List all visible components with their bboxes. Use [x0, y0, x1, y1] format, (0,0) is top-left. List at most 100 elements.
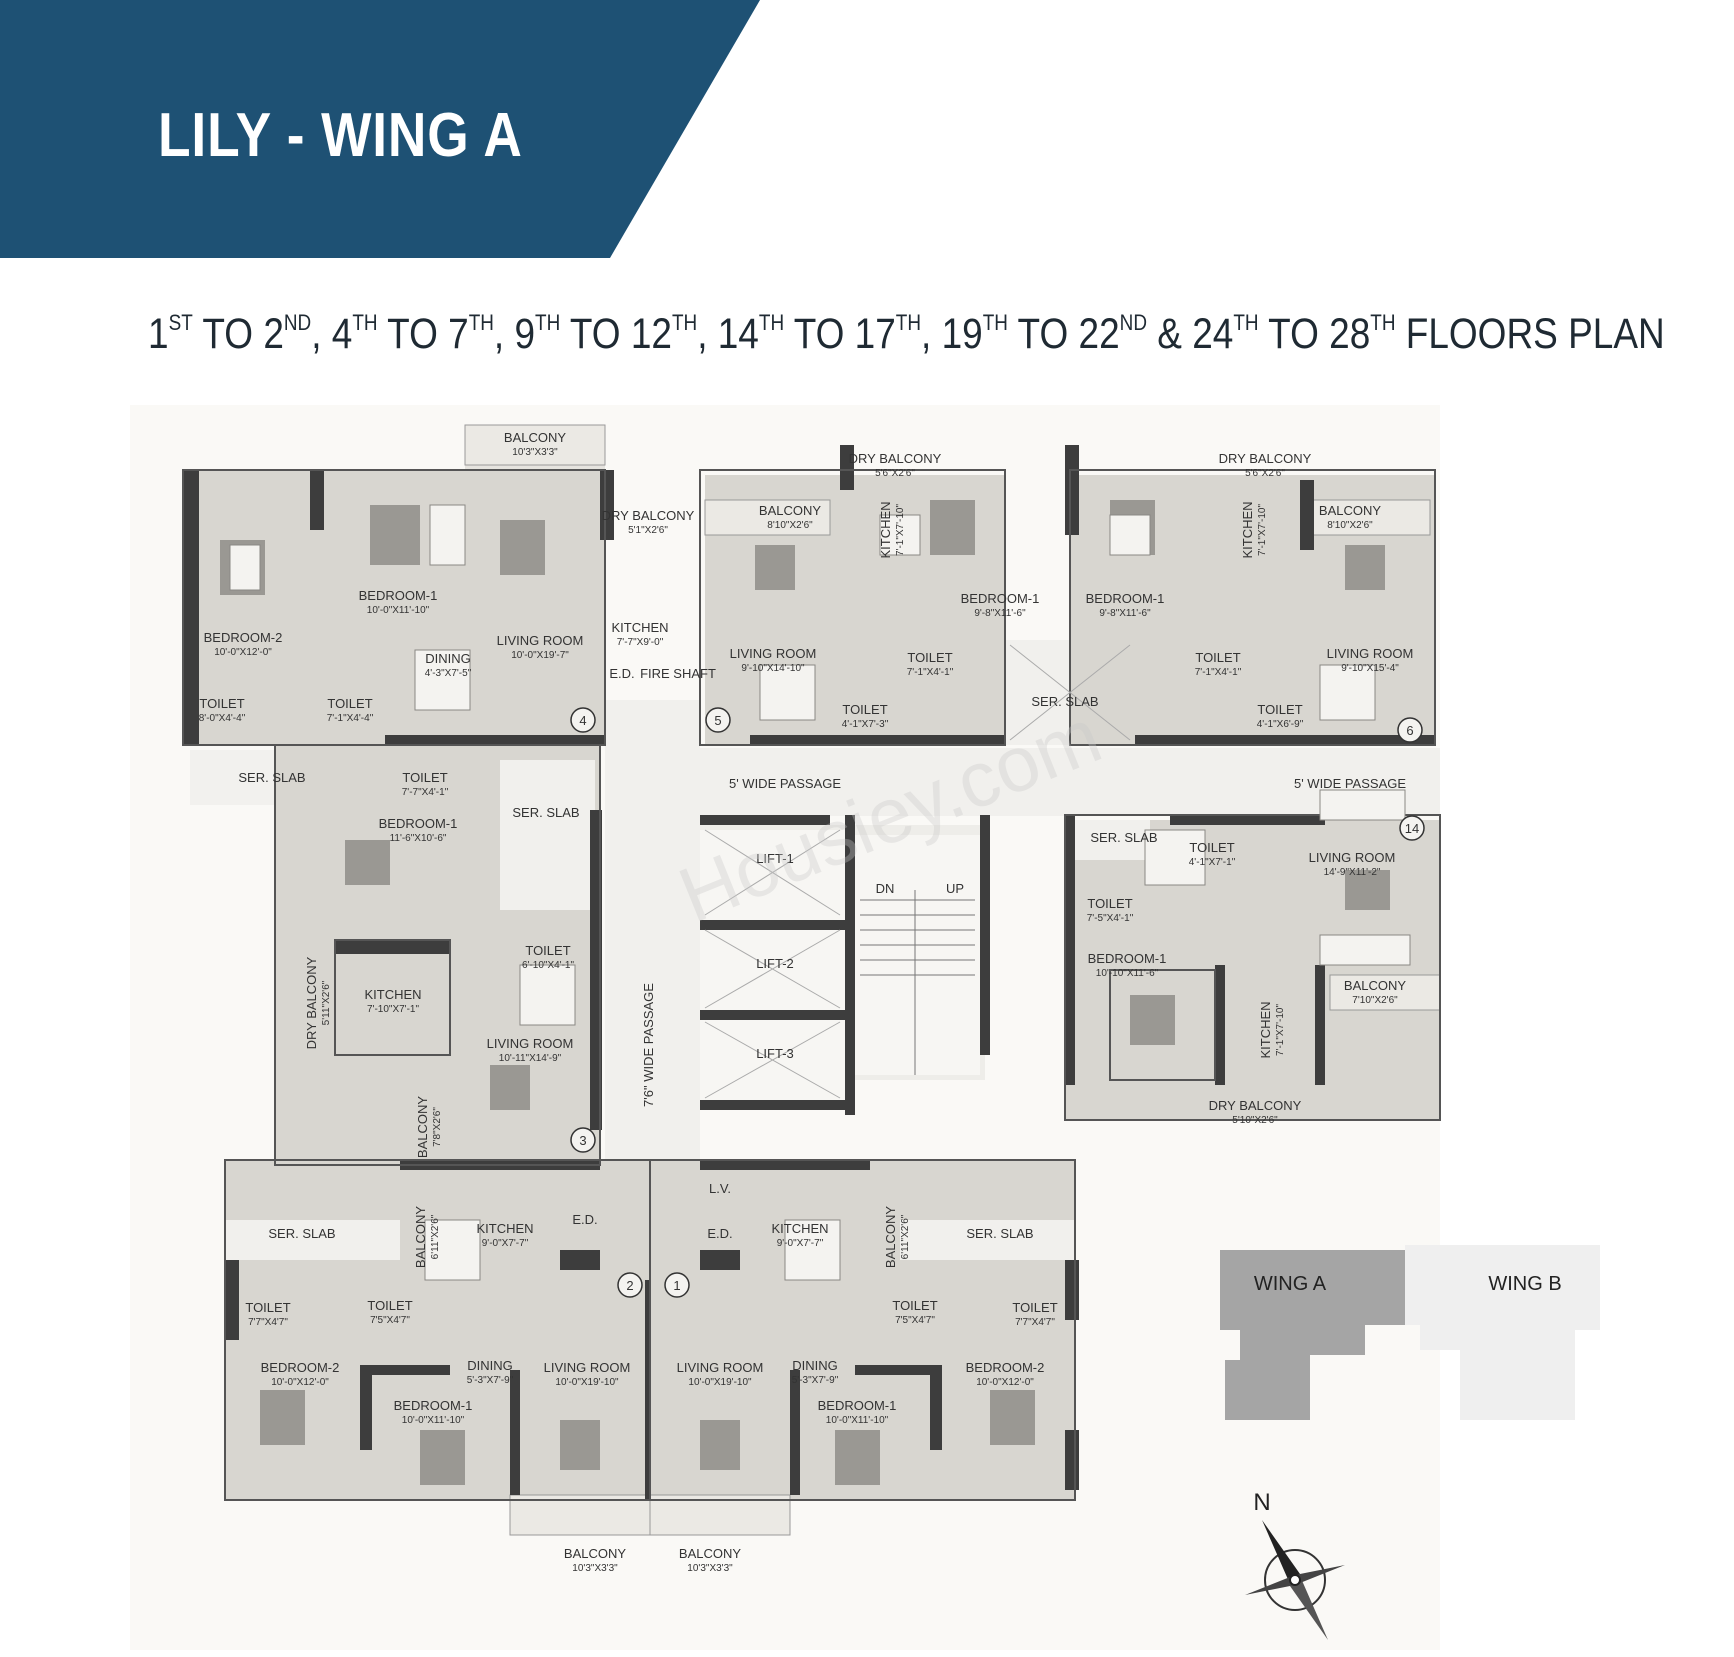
room-dimension: 10'3"X3'3": [687, 1563, 733, 1574]
room-dimension: 7'-1"X7'-10": [1257, 504, 1268, 557]
room-dimension: 5'6"X2'6": [1245, 468, 1285, 479]
room-name: SER. SLAB: [1031, 694, 1098, 709]
subtitle-text: , 19: [921, 310, 983, 358]
flat-number: 4: [579, 713, 586, 728]
room-name: BEDROOM-1: [1086, 591, 1165, 606]
furniture: [220, 500, 1390, 1485]
subtitle-text: TO 17: [784, 310, 896, 358]
room-name: TOILET: [199, 696, 244, 711]
room-dimension: 10'-10"X11'-6": [1096, 968, 1159, 979]
room-name: TOILET: [892, 1298, 937, 1313]
room-dimension: 5'10"X2'6": [1232, 1115, 1278, 1126]
room-dimension: 7'8"X2'6": [432, 1107, 443, 1147]
room-name: DINING: [792, 1358, 838, 1373]
room-name: BEDROOM-2: [966, 1360, 1045, 1375]
room-label: KITCHEN 9'-0"X7'-7": [771, 1221, 828, 1249]
room-name: BEDROOM-1: [359, 588, 438, 603]
room-name: KITCHEN: [878, 501, 893, 558]
room-name: BEDROOM-2: [204, 630, 283, 645]
room-dimension: 10'-0"X12'-0": [214, 647, 272, 658]
room-name: LIVING ROOM: [730, 646, 817, 661]
room-name: SER. SLAB: [512, 805, 579, 820]
subtitle-superscript: TH: [1370, 310, 1396, 335]
room-name: KITCHEN: [771, 1221, 828, 1236]
room-label: FIRE SHAFT: [640, 666, 716, 681]
room-dimension: 11'-6"X10'-6": [390, 833, 447, 844]
room-name: TOILET: [1195, 650, 1240, 665]
room-name: UP: [946, 881, 964, 896]
room-label: BALCONY 8'10"X2'6": [1319, 503, 1381, 531]
room-dimension: 7'-1"X7'-10": [895, 504, 906, 557]
room-dimension: 4'-1"X7'-1": [1189, 857, 1236, 868]
core: [700, 825, 985, 1110]
room-dimension: 9'-0"X7'-7": [777, 1238, 824, 1249]
room-dimension: 7'5"X4'7": [370, 1315, 410, 1326]
room-label: BALCONY 10'3"X3'3": [679, 1546, 741, 1574]
room-name: TOILET: [245, 1300, 290, 1315]
staircase: [860, 890, 975, 1075]
flat-number: 1: [673, 1278, 680, 1293]
room-dimension: 10'3"X3'3": [512, 447, 558, 458]
room-name: TOILET: [1012, 1300, 1057, 1315]
room-dimension: 7'-1"X4'-1": [1195, 667, 1242, 678]
room-label: TOILET 6'-10"X4'-1": [522, 943, 575, 971]
room-label: UP: [946, 881, 964, 896]
room-dimension: 7'-1"X4'-4": [327, 713, 374, 724]
subtitle-superscript: TH: [758, 310, 785, 335]
room-name: 5' WIDE PASSAGE: [1294, 776, 1406, 791]
room-dimension: 4'-1"X7'-3": [842, 719, 889, 730]
room-name: LIVING ROOM: [487, 1036, 574, 1051]
room-name: BALCONY: [1319, 503, 1381, 518]
room-dimension: 7'7"X4'7": [1015, 1317, 1055, 1328]
subtitle-superscript: TH: [671, 310, 698, 335]
subtitle-superscript: ND: [283, 310, 312, 335]
room-label: BEDROOM-111'-6"X10'-6": [379, 816, 458, 844]
room-dimension: 10'-0"X12'-0": [976, 1377, 1034, 1388]
room-name: LIFT-2: [756, 956, 794, 971]
room-label: 5' WIDE PASSAGE: [729, 776, 841, 791]
room-dimension: 6'11"X2'6": [430, 1214, 441, 1259]
room-name: TOILET: [367, 1298, 412, 1313]
flat-number-circle: [570, 1127, 596, 1153]
room-dimension: 10'-0"X11'-10": [402, 1415, 465, 1426]
balconies: [464, 424, 1441, 1536]
furniture-light: [229, 504, 1411, 1281]
room-dimension: 10'-0"X11'-10": [367, 605, 430, 616]
room-dimension: 10'3"X3'3": [572, 1563, 618, 1574]
room-name: LIVING ROOM: [1327, 646, 1414, 661]
wall-outlines: [182, 469, 1441, 1501]
subtitle-superscript: TH: [468, 310, 494, 335]
room-name: TOILET: [327, 696, 372, 711]
subtitle-text: , 9: [493, 310, 536, 358]
room-label: BEDROOM-1 10'-0"X11'-10": [359, 588, 438, 616]
subtitle-text: TO 28: [1258, 310, 1371, 358]
key-wing-a-label: WING A: [1254, 1273, 1327, 1295]
key-wing-a: [1220, 1250, 1405, 1420]
room-dimension: 7'7"X4'7": [248, 1317, 288, 1328]
walls: [183, 445, 1435, 1500]
room-name: TOILET: [525, 943, 570, 958]
room-dimension: 8'10"X2'6": [1327, 520, 1373, 531]
room-name: DN: [876, 881, 895, 896]
room-label: DN: [876, 881, 895, 896]
room-dimension: 14'-9"X11'-2": [1324, 867, 1381, 878]
room-dimension: 6'11"X2'6": [900, 1214, 911, 1259]
room-label: SER. SLAB: [512, 805, 579, 820]
room-dimension: 6'-10"X4'-1": [522, 960, 575, 971]
room-label: SER. SLAB: [966, 1226, 1033, 1241]
room-name: BALCONY: [679, 1546, 741, 1561]
room-dimension: 7'-7"X4'-1": [402, 787, 449, 798]
room-name: BEDROOM-1: [818, 1398, 897, 1413]
room-dimension: 5'11"X2'6": [321, 980, 332, 1025]
compass-icon: N: [1245, 1489, 1345, 1640]
room-label: TOILET 7'7"X4'7": [1012, 1300, 1057, 1328]
